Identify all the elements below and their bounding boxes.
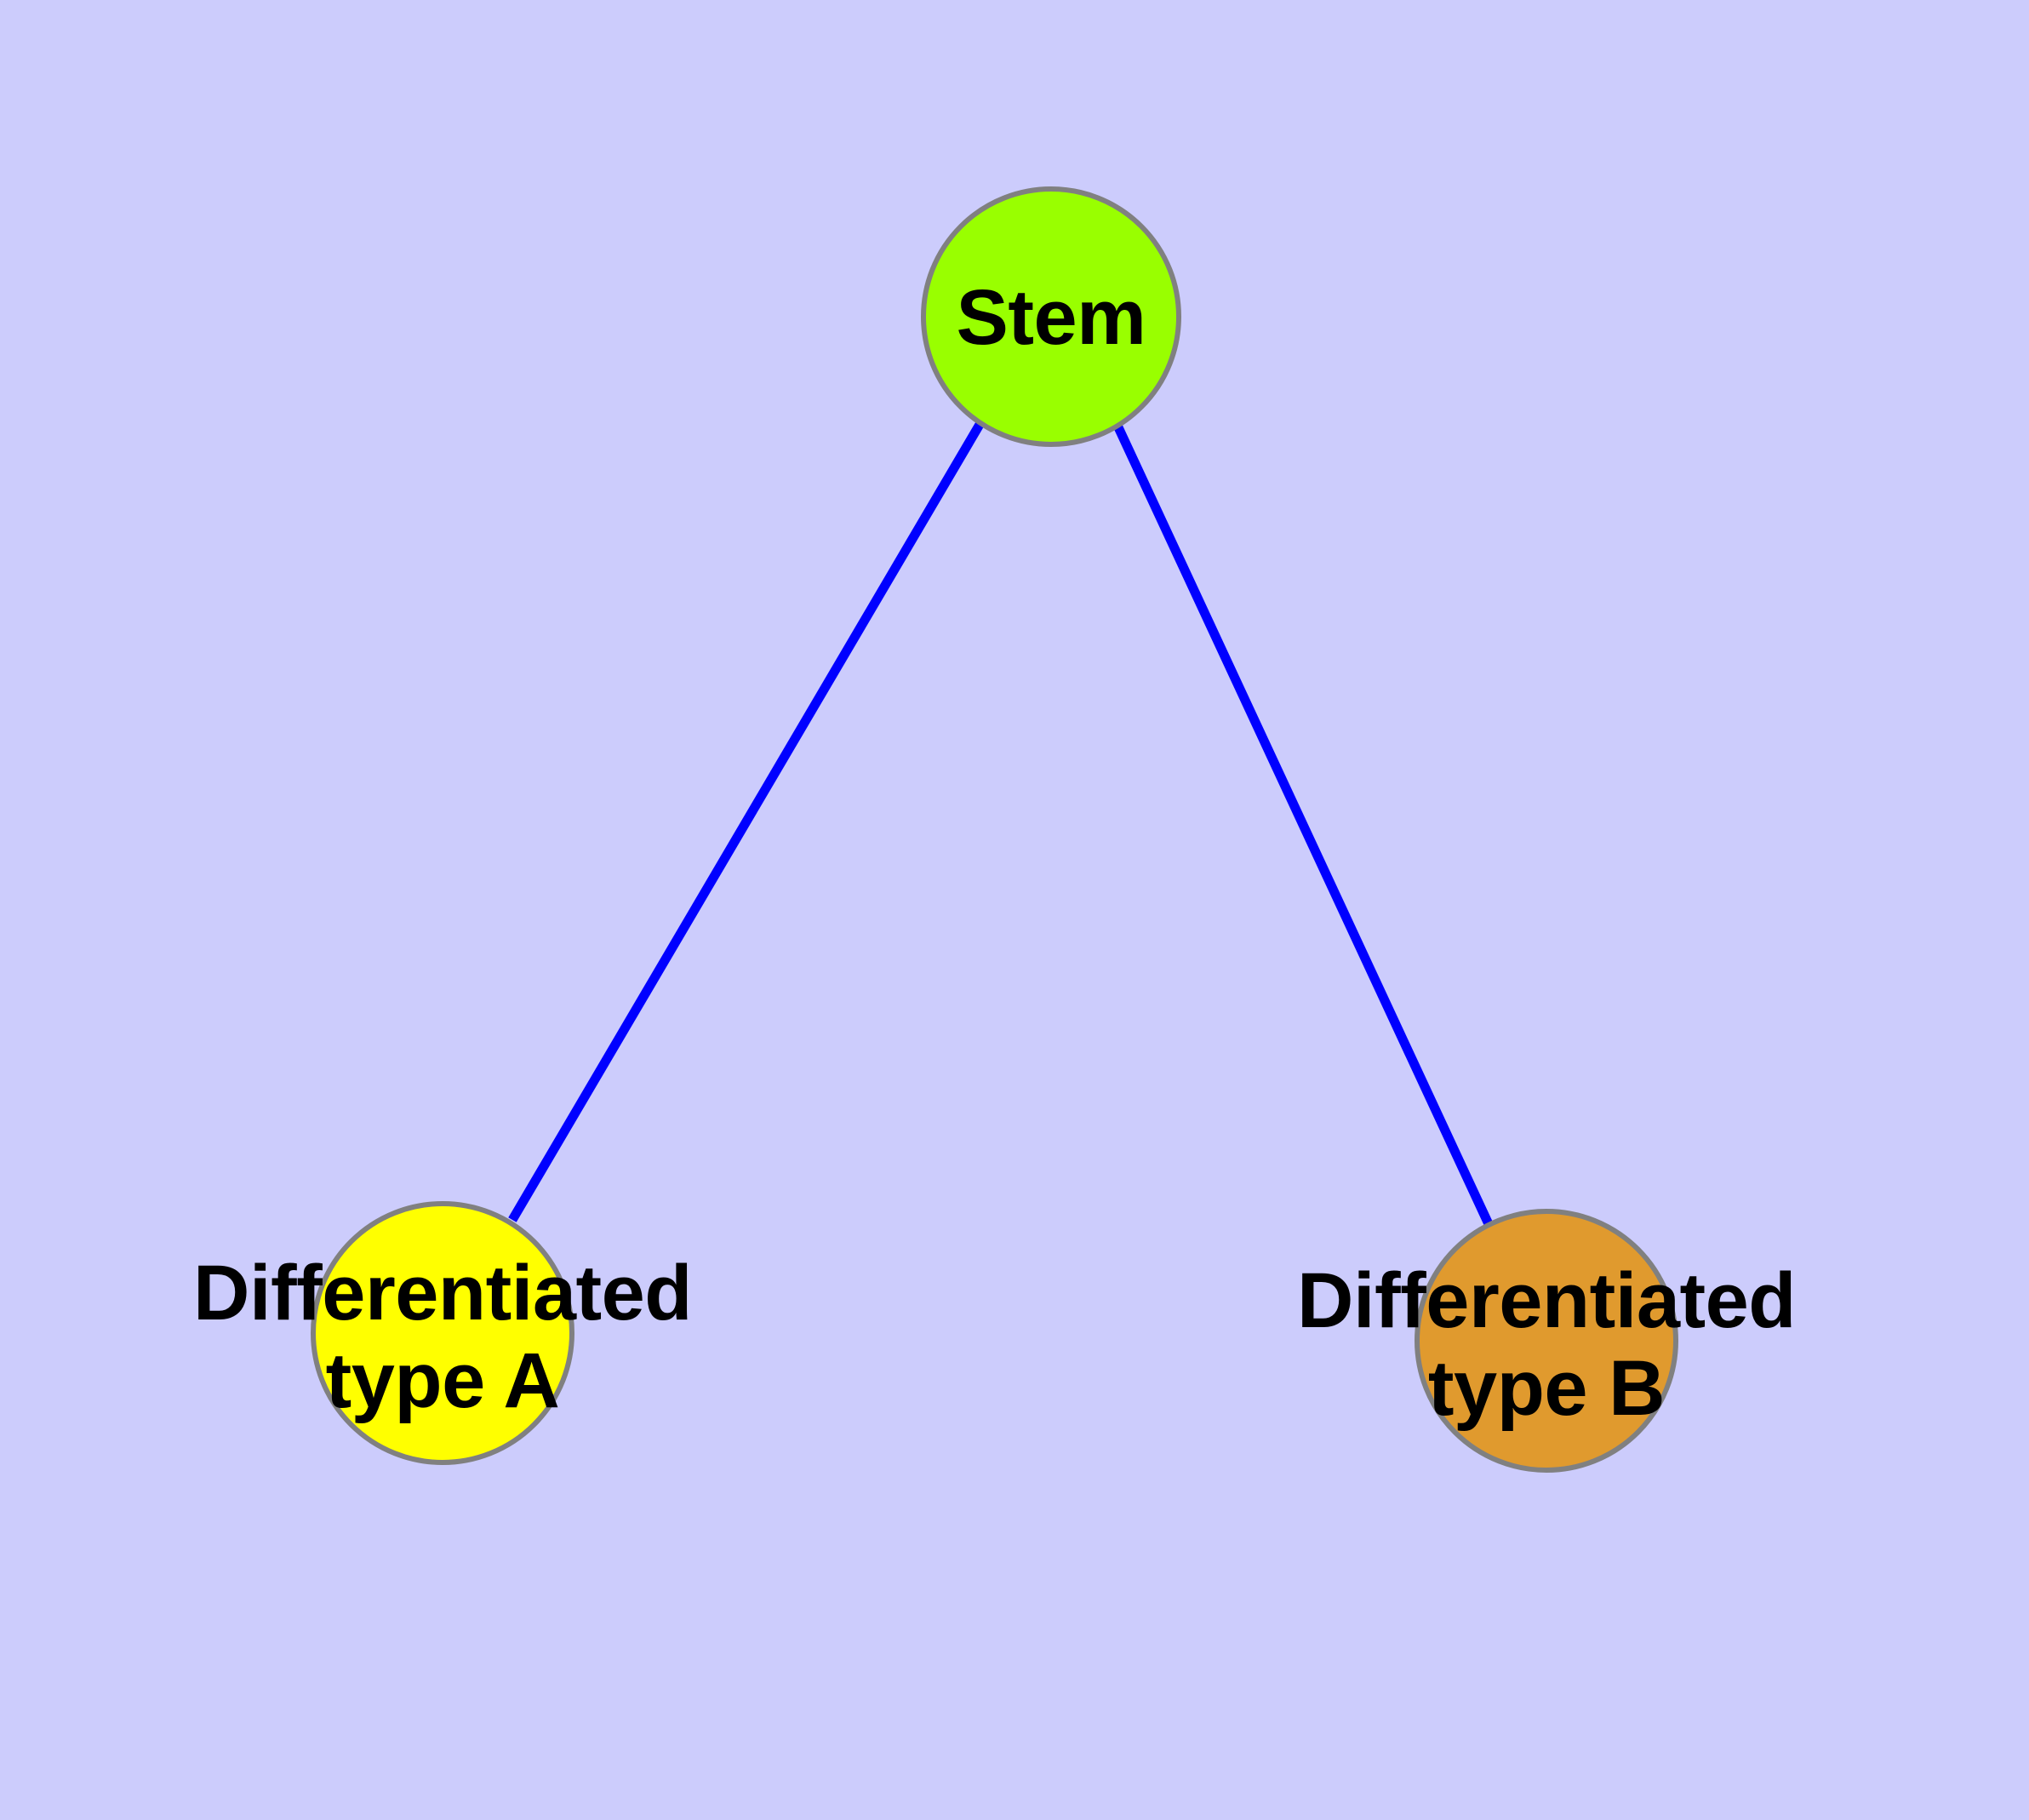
- edge-stem-to-differentiated-type-b[interactable]: [1114, 425, 1494, 1228]
- node-circle-stem[interactable]: [921, 186, 1181, 447]
- node-circle-differentiated-type-b[interactable]: [1415, 1209, 1678, 1473]
- node-circle-differentiated-type-a[interactable]: [311, 1201, 574, 1465]
- edge-stem-to-differentiated-type-a[interactable]: [508, 421, 985, 1222]
